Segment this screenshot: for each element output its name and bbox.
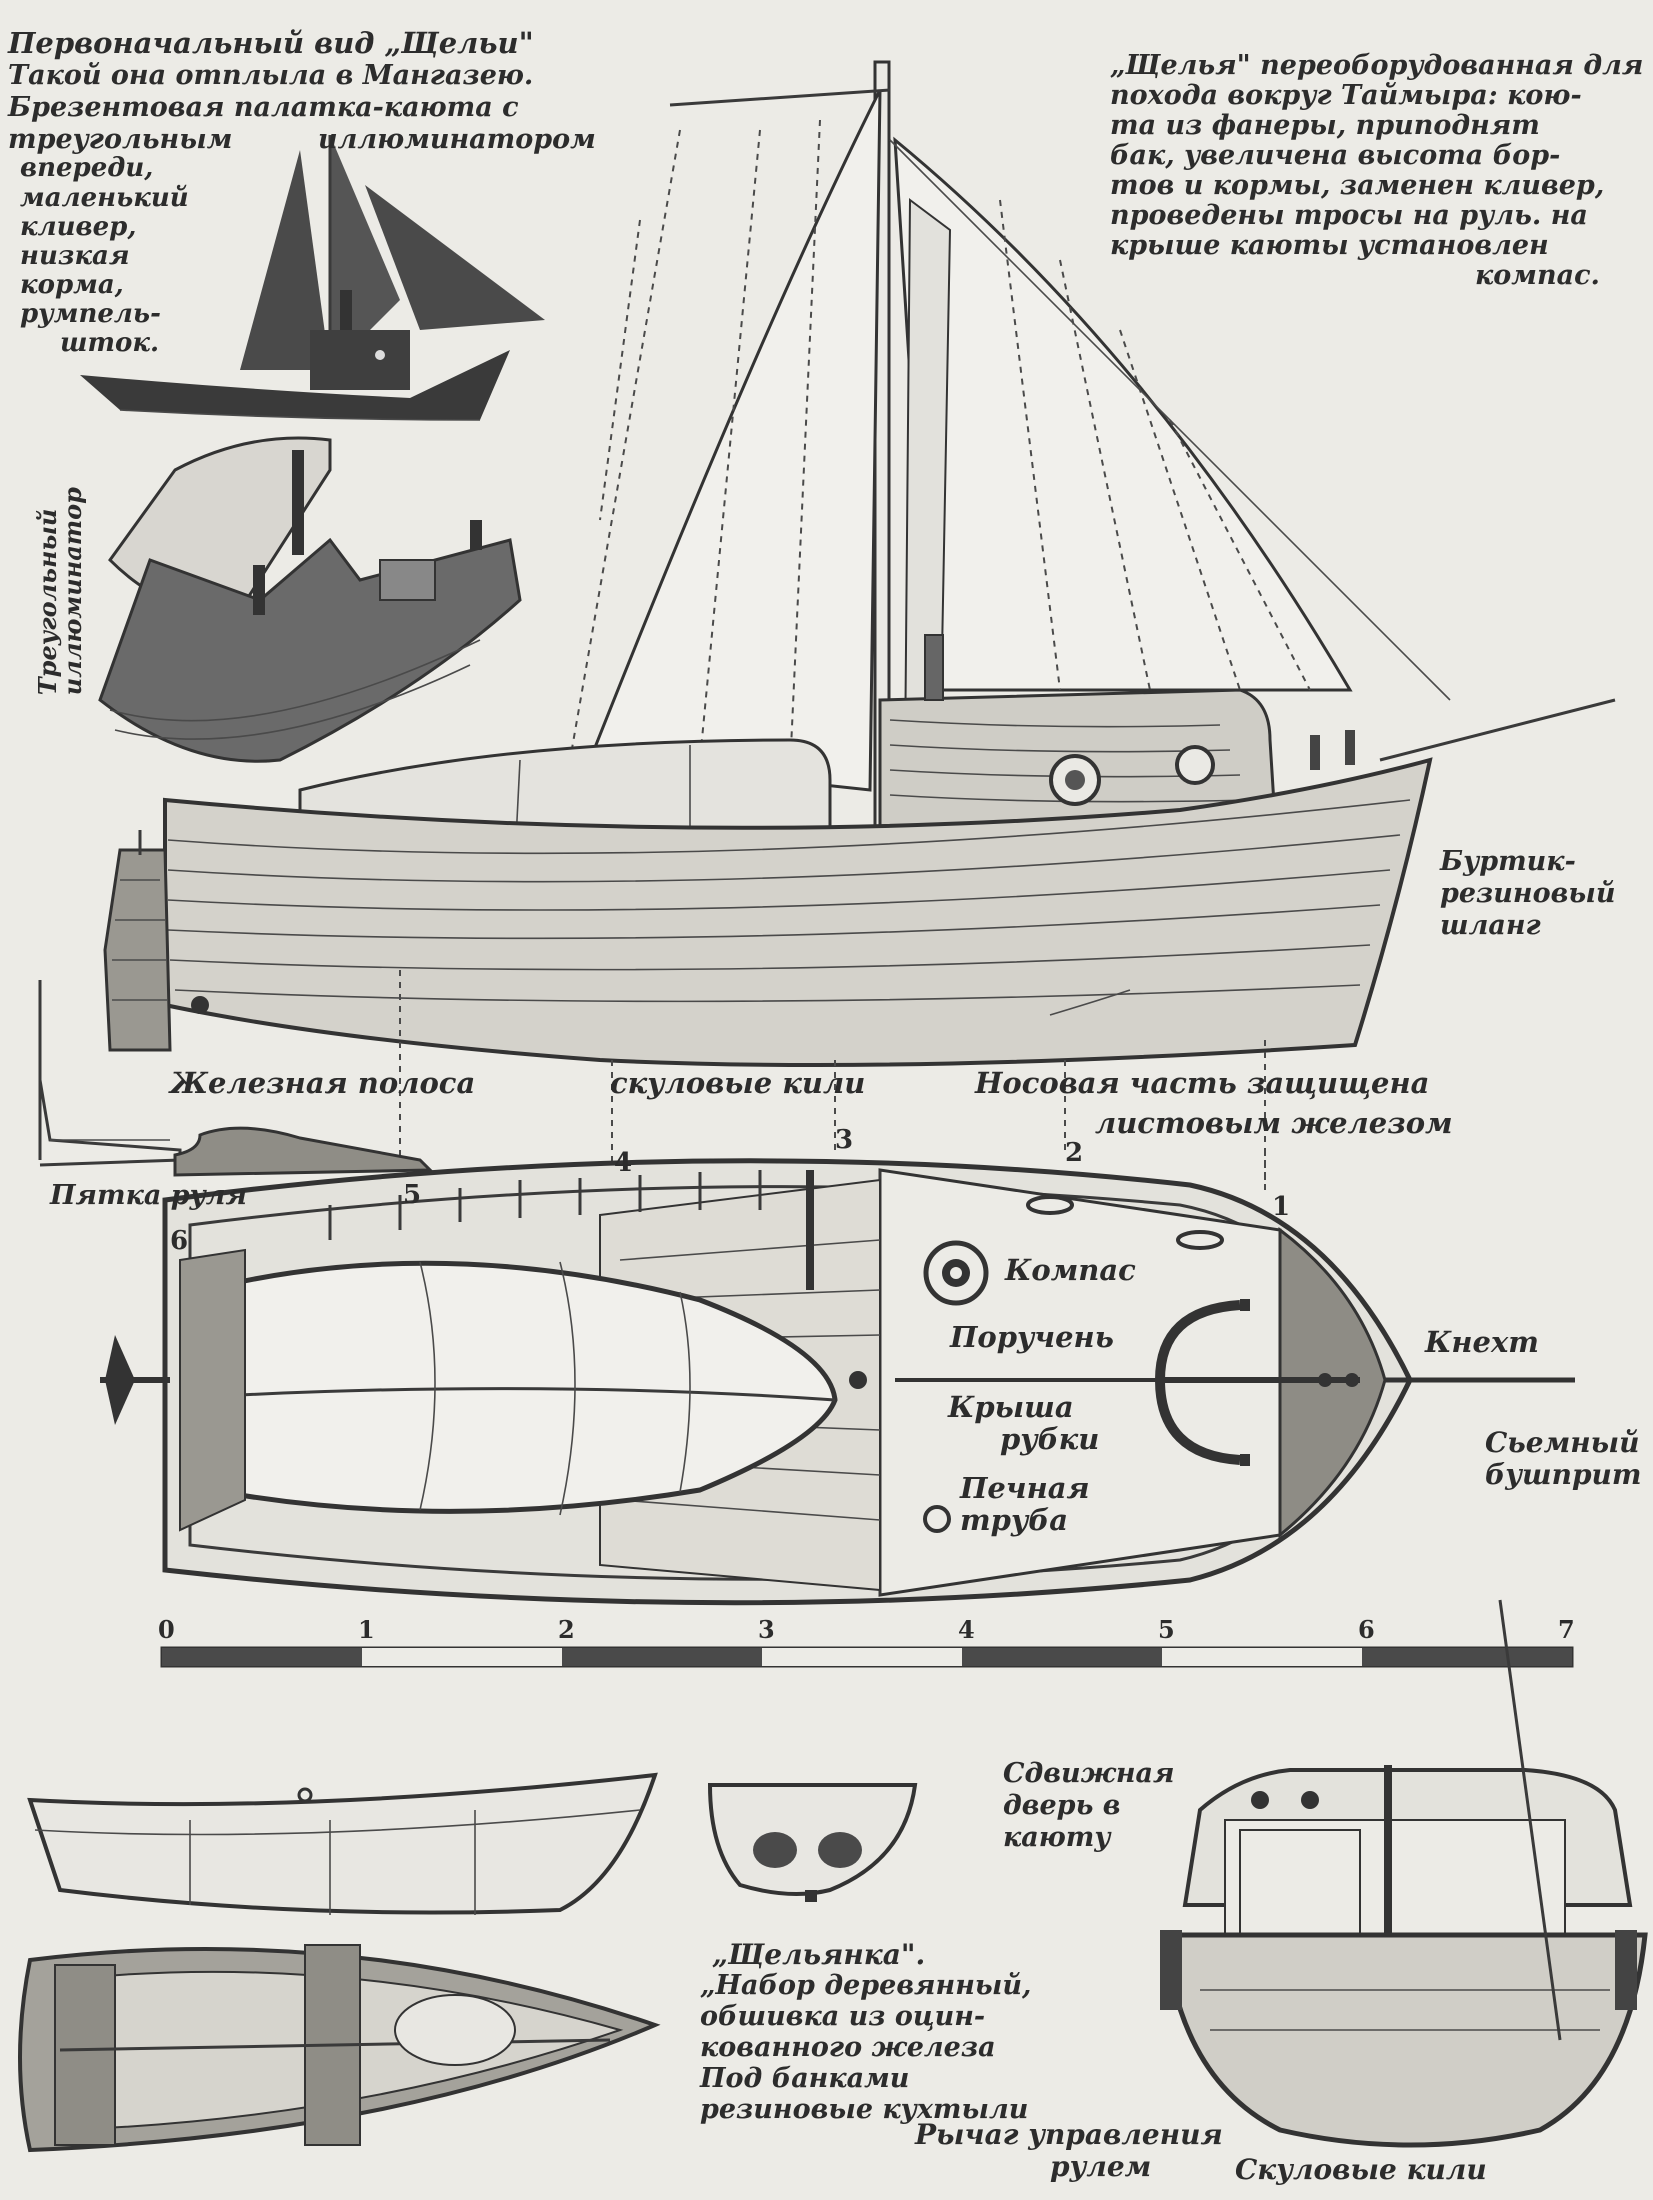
modified-line: проведены тросы на руль. на xyxy=(1110,200,1588,231)
stove-pipe-label: Печная xyxy=(960,1471,1090,1505)
dinghy-cross-section xyxy=(707,1783,918,1902)
section-mark: 3 xyxy=(835,1125,854,1155)
bilge-keels-bottom-label: Скуловые кили xyxy=(1235,2153,1487,2186)
stove-pipe-label: труба xyxy=(960,1503,1069,1537)
rudder-lever-label: рулем xyxy=(1050,2150,1152,2183)
section-mark: 6 xyxy=(170,1226,189,1256)
bortik-label: резиновый xyxy=(1440,878,1616,909)
bowsprit-label: Сьемный xyxy=(1485,1426,1640,1459)
triangular-porthole-label: Треугольный иллюминатор xyxy=(32,435,87,696)
label-line: иллюминатор xyxy=(58,487,87,696)
original-line: кливер, xyxy=(20,212,137,242)
dinghy-title: „Щельянка". xyxy=(712,1938,926,1971)
original-line: низкая xyxy=(20,241,130,271)
modified-line: бак, увеличена высота бор- xyxy=(1110,140,1561,171)
dinghy-line: обшивка из оцин- xyxy=(700,2001,986,2032)
original-title: Первоначальный вид „Щельи" xyxy=(8,26,534,60)
modified-line: „Щелья" переоборудованная для xyxy=(1110,50,1644,81)
dinghy-line: Под банками xyxy=(700,2063,910,2094)
section-mark: 5 xyxy=(403,1180,422,1210)
original-line: Брезентовая палатка-каюта с xyxy=(8,92,519,123)
original-line: Такой она отплыла в Мангазею. xyxy=(8,60,534,91)
scale-tick: 6 xyxy=(1358,1615,1375,1644)
bowsprit-label: бушприт xyxy=(1485,1458,1642,1491)
dinghy-line: кованного железа xyxy=(700,2032,996,2063)
dinghy-top-view xyxy=(18,1944,661,2153)
section-mark: 2 xyxy=(1065,1138,1084,1168)
modified-line: тов и кормы, заменен кливер, xyxy=(1110,170,1605,201)
scale-tick: 4 xyxy=(958,1615,975,1644)
cabin-roof-label: рубки xyxy=(1000,1422,1100,1456)
sliding-door-label: дверь в xyxy=(1003,1790,1121,1821)
plan-view xyxy=(100,1150,1575,1606)
sliding-door-label: Сдвижная xyxy=(1003,1758,1175,1789)
handrail-label: Поручень xyxy=(950,1320,1114,1354)
modified-line: похода вокруг Таймыра: кою- xyxy=(1110,80,1582,111)
cabin-roof-label: Крыша xyxy=(948,1390,1074,1424)
rudder-heel-label: Пятка руля xyxy=(50,1180,248,1211)
bortik-label: шланг xyxy=(1440,910,1541,941)
bow-protection-label: Носовая часть защищена xyxy=(975,1066,1430,1100)
bortik-label: Буртик- xyxy=(1440,846,1576,877)
original-line: треугольным xyxy=(8,124,233,155)
modified-line: та из фанеры, приподнят xyxy=(1110,110,1540,141)
original-line: румпель- xyxy=(20,299,161,329)
main-side-view xyxy=(103,60,1616,1190)
original-line: иллюминатором xyxy=(318,124,596,155)
modified-line: компас. xyxy=(1475,260,1600,291)
original-line: маленький xyxy=(20,183,189,213)
rudder-lever-label: Рычаг управления xyxy=(915,2118,1223,2151)
label-line: Треугольный xyxy=(32,508,62,696)
original-line: впереди, xyxy=(20,153,154,183)
original-boat-sketch xyxy=(80,135,545,421)
dinghy-line: „Набор деревянный, xyxy=(700,1970,1032,2001)
rudder-heel-detail xyxy=(38,980,434,1177)
boat-cross-section xyxy=(1160,1599,1648,2148)
bow-protection-label: листовым железом xyxy=(1095,1106,1453,1140)
section-mark: 1 xyxy=(1272,1192,1291,1222)
iron-strip-label: Железная полоса xyxy=(170,1066,476,1100)
modified-line: крыше каюты установлен xyxy=(1110,230,1549,261)
section-mark: 4 xyxy=(614,1148,633,1178)
original-line: шток. xyxy=(60,328,160,358)
scale-tick: 2 xyxy=(558,1615,575,1644)
original-line: корма, xyxy=(20,270,124,300)
scale-tick: 7 xyxy=(1558,1615,1575,1644)
scale-tick: 5 xyxy=(1158,1615,1175,1644)
bitt-label: Кнехт xyxy=(1425,1325,1539,1359)
dinghy-line: резиновые кухтыли xyxy=(700,2094,1029,2125)
scale-tick: 1 xyxy=(358,1615,375,1644)
scale-bar xyxy=(160,1646,1574,1668)
dinghy-side-view xyxy=(27,1772,658,1915)
sliding-door-label: каюту xyxy=(1003,1822,1111,1853)
bilge-keels-label: скуловые кили xyxy=(610,1066,866,1100)
scale-tick: 0 xyxy=(158,1615,175,1644)
cabin-boat-sketch xyxy=(98,436,522,763)
scale-tick: 3 xyxy=(758,1615,775,1644)
compass-label: Компас xyxy=(1005,1253,1136,1287)
